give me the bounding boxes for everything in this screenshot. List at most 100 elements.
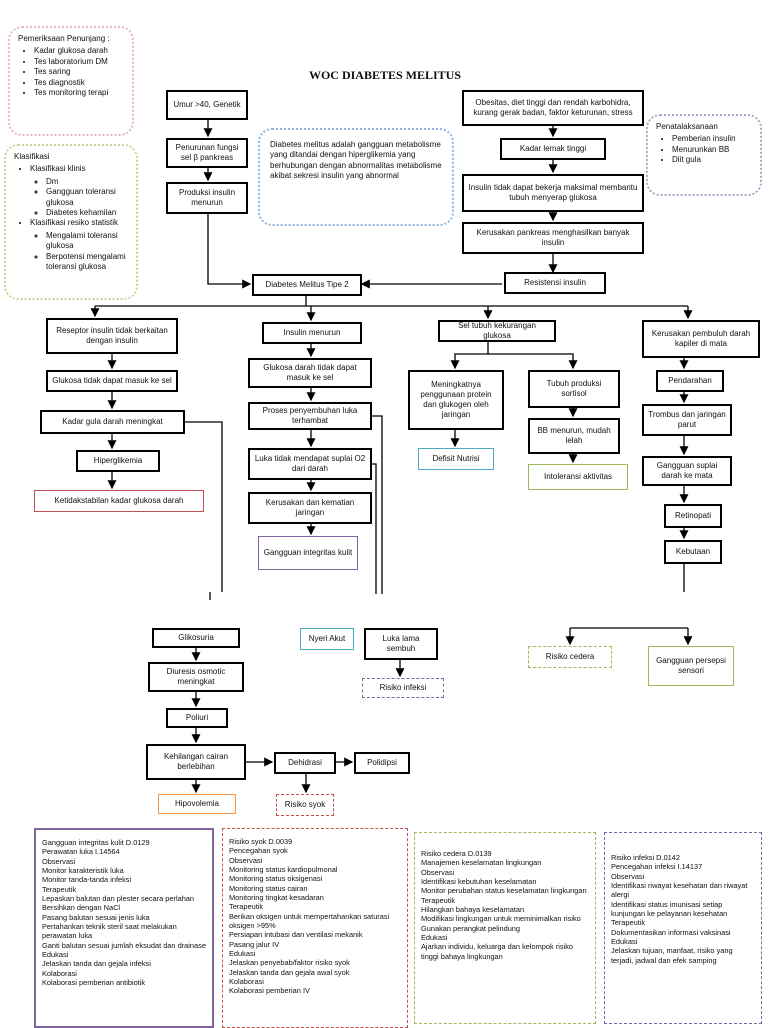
panel-line: Terapeutik	[229, 902, 264, 912]
penatalaksanaan-item: Menurunkan BB	[672, 145, 752, 155]
node-kadar-gula: Kadar gula darah meningkat	[40, 410, 185, 434]
node-kerusakan-pankreas: Kerusakan pankreas menghasilkan banyak i…	[462, 222, 644, 254]
klasifikasi-item: Gangguan toleransi glukosa	[46, 187, 128, 208]
panel-line: Monitor perubahan status keselamatan lin…	[421, 886, 587, 896]
intervention-panel-integritas: Gangguan integritas kulit D.0129 Perawat…	[34, 828, 214, 1028]
panel-line: Pencegahan syok	[229, 846, 288, 856]
penunjang-heading: Pemeriksaan Penunjang :	[18, 34, 110, 43]
panel-line: Risiko syok D.0039	[229, 837, 293, 846]
panel-line: Jelaskan tanda dan gejala infeksi	[42, 959, 151, 969]
panel-line: Modifikasi lingkungan untuk meminimalkan…	[421, 914, 581, 924]
node-trombus: Trombus dan jaringan parut	[642, 404, 732, 436]
node-reseptor-insulin: Reseptor insulin tidak berkaitan dengan …	[46, 318, 178, 354]
penatalaksanaan-item: Diit gula	[672, 155, 752, 165]
penatalaksanaan-heading: Penatalaksanaan	[656, 122, 718, 131]
panel-line: Monitoring tingkat kesadaran	[229, 892, 324, 902]
panel-line: Observasi	[229, 855, 263, 865]
node-diuresis: Diuresis osmotic meningkat	[148, 662, 244, 692]
penunjang-item: Kadar glukosa darah	[34, 46, 124, 56]
penunjang-item: Tes diagnostik	[34, 78, 124, 88]
klasifikasi-item: Berpotensi mengalami toleransi glukosa	[46, 252, 128, 273]
node-gangguan-suplai: Gangguan suplai darah ke mata	[642, 456, 732, 486]
intervention-panel-infeksi: Risiko infeksi D.0142 Pencegahan infeksi…	[604, 832, 762, 1024]
penunjang-item: Tes monitoring terapi	[34, 88, 124, 98]
diagnosis-defisit-nutrisi: Defisit Nutrisi	[418, 448, 494, 470]
node-kerusakan-kematian: Kerusakan dan kematian jaringan	[248, 492, 372, 524]
panel-line: Monitoring status cairan	[229, 883, 308, 893]
panel-line: Gangguan integritas kulit D.0129	[42, 838, 150, 847]
klasifikasi-item: Mengalami toleransi glukosa	[46, 231, 128, 252]
penunjang-item: Tes laboratorium DM	[34, 57, 124, 67]
panel-line: Identifikasi riwayat kesehatan dan riway…	[611, 880, 748, 900]
node-poliuri: Poliuri	[166, 708, 228, 728]
panel-line: Lepaskan balutan dan plester secara perl…	[42, 893, 195, 903]
klasifikasi-klinis: Klasifikasi klinis Dm Gangguan toleransi…	[30, 164, 128, 218]
node-dm-tipe-2: Diabetes Melitus Tipe 2	[252, 274, 362, 296]
diagnosis-gangguan-persepsi: Gangguan persepsi sensori	[648, 646, 734, 686]
panel-line: Gunakan perangkat pelindung	[421, 923, 521, 933]
node-insulin-menurun: Insulin menurun	[262, 322, 362, 344]
panel-line: Jelaskan penyebab/faktor risiko syok	[229, 958, 350, 968]
panel-line: Risiko infeksi D.0142	[611, 853, 681, 862]
penatalaksanaan-box: Penatalaksanaan Pemberian insulin Menuru…	[646, 114, 762, 196]
panel-line: Persiapan intubasi dan ventilasi mekanik	[229, 930, 363, 940]
panel-line: Identifikasi status imunisasi setiap kun…	[611, 899, 728, 918]
panel-line: Kolaborasi	[229, 976, 264, 986]
panel-line: Edukasi	[42, 949, 69, 959]
node-sel-tubuh: Sel tubuh kekurangan glukosa	[438, 320, 556, 342]
panel-line: Observasi	[42, 856, 76, 866]
panel-line: Ganti balutan sesuai jumlah eksudat dan …	[42, 940, 206, 950]
intervention-panel-syok: Risiko syok D.0039 Pencegahan syok Obser…	[222, 828, 408, 1028]
node-luka-tidak-suplai: Luka tidak mendapat suplai O2 dari darah	[248, 448, 372, 480]
panel-line: Jelaskan tanda dan gejala awal syok	[229, 967, 350, 977]
panel-line: Monitor karakteristik luka	[42, 865, 124, 875]
node-umur: Umur >40, Genetik	[166, 90, 248, 120]
klasifikasi-box: Klasifikasi Klasifikasi klinis Dm Ganggu…	[4, 144, 138, 300]
panel-line: Edukasi	[611, 936, 638, 946]
panel-line: Jelaskan tujuan, manfaat, risiko yang te…	[611, 946, 733, 965]
panel-line: Perawatan luka I.14564	[42, 847, 120, 857]
penunjang-box: Pemeriksaan Penunjang : Kadar glukosa da…	[8, 26, 134, 136]
node-glikosuria: Glikosuria	[152, 628, 240, 648]
diagnosis-nyeri-akut: Nyeri Akut	[300, 628, 354, 650]
panel-line: Pertahankan teknik steril saat melakukan…	[42, 921, 177, 941]
klasifikasi-statistik: Klasifikasi resiko statistik Mengalami t…	[30, 218, 128, 272]
node-bb-menurun: BB menurun, mudah lelah	[528, 418, 620, 454]
panel-line: Monitor tanda-tanda infeksi	[42, 875, 132, 885]
penunjang-item: Tes saring	[34, 67, 124, 77]
panel-line: Berikan oksigen untuk mempertahankan sat…	[229, 911, 390, 930]
panel-line: Terapeutik	[421, 895, 456, 905]
panel-line: Edukasi	[229, 948, 256, 958]
node-luka-lama-sembuh: Luka lama sembuh	[364, 628, 438, 660]
panel-line: Manajemen keselamatan lingkungan	[421, 858, 542, 868]
node-retinopati: Retinopati	[664, 504, 722, 528]
diagnosis-ketidakstabilan-glukosa: Ketidakstabilan kadar glukosa darah	[34, 490, 204, 512]
node-proses-penyembuhan: Proses penyembuhan luka terhambat	[248, 402, 372, 430]
panel-line: Observasi	[421, 867, 455, 877]
panel-line: Edukasi	[421, 932, 448, 942]
panel-line: Kolaborasi	[42, 968, 77, 978]
panel-line: Ajarkan individu, keluarga dan kelompok …	[421, 942, 573, 961]
panel-line: Identifikasi kebutuhan keselamatan	[421, 876, 537, 886]
diagnosis-hipovolemia: Hipovolemia	[158, 794, 236, 814]
panel-line: Observasi	[611, 871, 645, 881]
diagnosis-risiko-cedera: Risiko cedera	[528, 646, 612, 668]
node-insulin-tidak-bekerja: Insulin tidak dapat bekerja maksimal mem…	[462, 174, 644, 212]
node-pendarahan: Pendarahan	[656, 370, 724, 392]
node-glukosa-darah: Glukosa darah tidak dapat masuk ke sel	[248, 358, 372, 388]
diagnosis-gangguan-integritas: Gangguan integritas kulit	[258, 536, 358, 570]
node-glukosa-tidak-masuk: Glukosa tidak dapat masuk ke sel	[46, 370, 178, 392]
klasifikasi-heading: Klasifikasi	[14, 152, 50, 161]
klasifikasi-list: Klasifikasi klinis Dm Gangguan toleransi…	[14, 164, 128, 272]
node-kerusakan-pembuluh: Kerusakan pembuluh darah kapiler di mata	[642, 320, 760, 358]
node-kehilangan-cairan: Kehilangan cairan berlebihan	[146, 744, 246, 780]
panel-line: Pencegahan infeksi I.14137	[611, 862, 703, 872]
node-produksi-insulin: Produksi insulin menurun	[166, 182, 248, 214]
node-meningkatnya-protein: Meningkatnya penggunaan protein dan gluk…	[408, 370, 504, 430]
klasifikasi-item: Diabetes kehamilan	[46, 208, 128, 218]
panel-line: Monitoring status kardiopulmonal	[229, 864, 338, 874]
node-hiperglikemia: Hiperglikemia	[76, 450, 160, 472]
panel-line: Kolaborasi pemberian antibiotik	[42, 977, 146, 987]
